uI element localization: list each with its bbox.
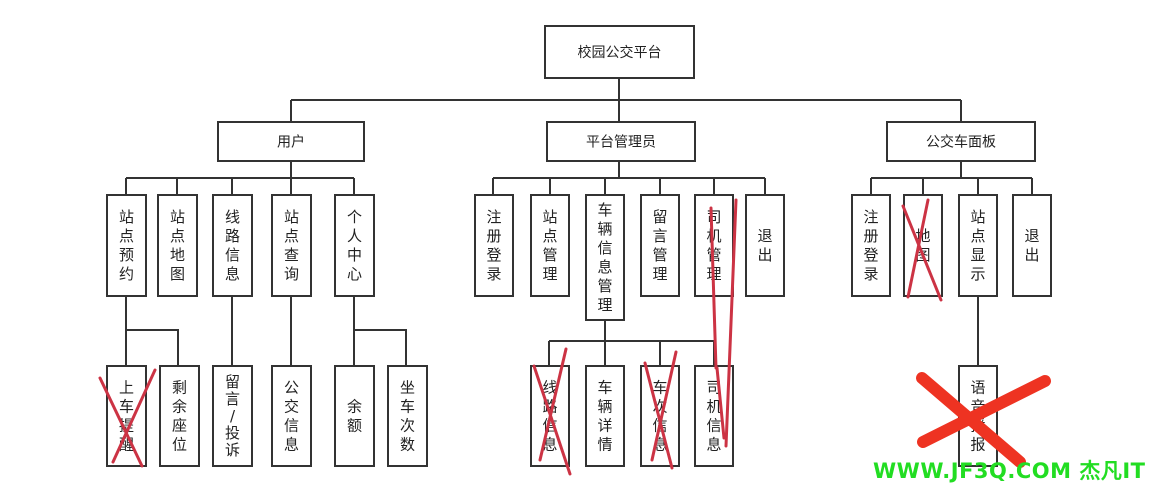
panel-logout-frame — [1012, 194, 1052, 297]
user-personal-center-label: 个人中心 — [347, 208, 362, 283]
connector-lines — [125, 78, 1033, 366]
sub-vehicle-details-frame — [585, 365, 625, 467]
admin-logout-label: 退出 — [757, 227, 772, 264]
strike-voice-broadcast — [916, 372, 1051, 468]
user-station-query: 站点查询 — [271, 194, 312, 297]
group-admin-label: 平台管理员 — [586, 135, 656, 151]
admin-vehicle-info-management-frame — [585, 194, 625, 321]
sub-driver-info: 司机信息 — [694, 365, 734, 467]
panel-register-login-frame — [851, 194, 891, 297]
strike-route-info — [532, 347, 572, 476]
sub-message-complaint-frame — [212, 365, 253, 467]
sub-remaining-seats-frame — [159, 365, 200, 467]
watermark-text: WWW.JF3Q.COM 杰凡IT — [873, 459, 1146, 483]
strike-driver-management — [709, 198, 738, 448]
sub-remaining-seats: 剩余座位 — [159, 365, 200, 467]
admin-station-management: 站点管理 — [530, 194, 570, 297]
panel-station-display-frame — [958, 194, 998, 297]
strike-marks — [98, 198, 1051, 476]
group-user: 用户 — [217, 121, 365, 162]
root-node: 校园公交平台 — [544, 25, 695, 79]
strike-trip-info — [643, 350, 678, 470]
panel-register-login: 注册登录 — [851, 194, 891, 297]
sub-balance-frame — [334, 365, 375, 467]
sub-bus-info: 公交信息 — [271, 365, 312, 467]
admin-message-management-frame — [640, 194, 680, 297]
user-station-reservation: 站点预约 — [106, 194, 147, 297]
sub-boarding-reminder: 上车提醒 — [106, 365, 147, 467]
sub-ride-count-label: 坐车次数 — [400, 379, 415, 454]
sub-remaining-seats-label: 剩余座位 — [172, 379, 187, 454]
group-admin-frame — [546, 121, 696, 162]
admin-driver-management: 司机管理 — [694, 194, 734, 297]
admin-register-login: 注册登录 — [474, 194, 514, 297]
admin-logout: 退出 — [745, 194, 785, 297]
admin-vehicle-info-management-label: 车辆信息管理 — [597, 201, 612, 314]
user-station-query-label: 站点查询 — [284, 208, 299, 283]
strike-boarding-reminder — [98, 368, 157, 468]
admin-register-login-label: 注册登录 — [486, 208, 501, 283]
admin-message-management-label: 留言管理 — [652, 208, 667, 283]
sub-message-complaint-label: 留言/投诉 — [225, 373, 240, 459]
sub-bus-info-label: 公交信息 — [284, 379, 299, 454]
group-user-label: 用户 — [277, 134, 305, 151]
strike-panel-map — [901, 198, 943, 302]
root-node-frame — [544, 25, 695, 79]
admin-register-login-frame — [474, 194, 514, 297]
user-station-query-frame — [271, 194, 312, 297]
personal-bus — [353, 296, 407, 366]
sub-bus-info-frame — [271, 365, 312, 467]
sub-vehicle-details-label: 车辆详情 — [597, 379, 612, 454]
user-station-reservation-frame — [106, 194, 147, 297]
user-route-info: 线路信息 — [212, 194, 253, 297]
user-route-info-label: 线路信息 — [225, 208, 240, 283]
reservation-bus — [125, 296, 179, 366]
admin-driver-management-frame — [694, 194, 734, 297]
user-route-info-frame — [212, 194, 253, 297]
sub-vehicle-details: 车辆详情 — [585, 365, 625, 467]
group-user-frame — [217, 121, 365, 162]
sub-message-complaint: 留言/投诉 — [212, 365, 253, 467]
admin-station-management-label: 站点管理 — [542, 208, 557, 283]
user-personal-center-frame — [334, 194, 375, 297]
user-station-map-frame — [157, 194, 198, 297]
panel-station-display: 站点显示 — [958, 194, 998, 297]
group-bus-panel-label: 公交车面板 — [926, 134, 996, 151]
sub-ride-count: 坐车次数 — [387, 365, 428, 467]
admin-vehicle-info-management: 车辆信息管理 — [585, 194, 625, 321]
panel-map: 地图 — [903, 194, 943, 297]
sub-balance-label: 余额 — [347, 398, 362, 435]
panel-logout: 退出 — [1012, 194, 1052, 297]
user-personal-center: 个人中心 — [334, 194, 375, 297]
sub-ride-count-frame — [387, 365, 428, 467]
panel-station-display-label: 站点显示 — [970, 208, 985, 283]
panel-register-login-label: 注册登录 — [863, 208, 878, 283]
group-admin: 平台管理员 — [546, 121, 696, 162]
sub-balance: 余额 — [334, 365, 375, 467]
user-station-reservation-label: 站点预约 — [119, 208, 134, 283]
user-station-map-label: 站点地图 — [170, 208, 185, 283]
sub-boarding-reminder-frame — [106, 365, 147, 467]
panel-logout-label: 退出 — [1024, 227, 1039, 264]
user-station-map: 站点地图 — [157, 194, 198, 297]
admin-station-management-frame — [530, 194, 570, 297]
root-node-label: 校园公交平台 — [578, 44, 662, 61]
group-bus-panel-frame — [886, 121, 1036, 162]
admin-message-management: 留言管理 — [640, 194, 680, 297]
group-bus-panel: 公交车面板 — [886, 121, 1036, 162]
admin-logout-frame — [745, 194, 785, 297]
